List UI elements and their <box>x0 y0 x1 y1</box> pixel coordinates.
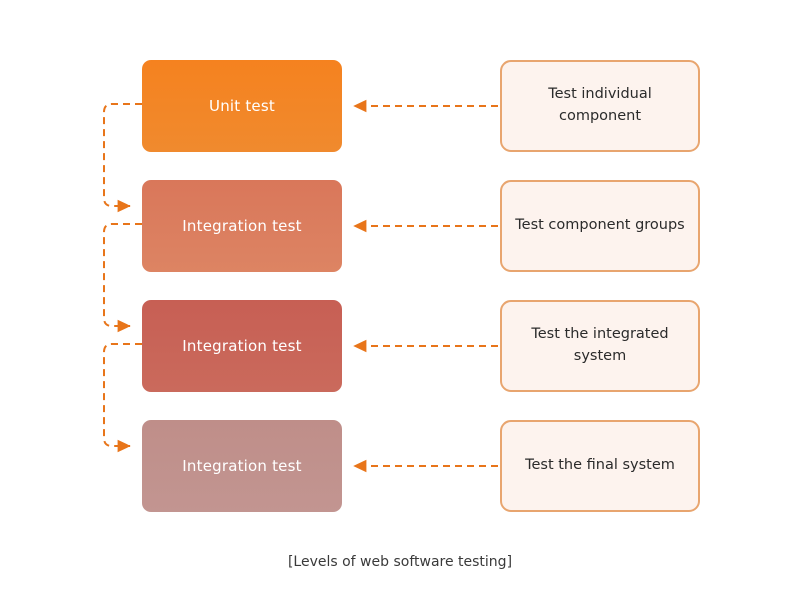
flow-connector-1 <box>103 103 142 213</box>
description-box-label: Test individual component <box>548 86 652 124</box>
level-box-integration-test-3[interactable]: Integration test <box>142 420 342 512</box>
description-box-integrated-system[interactable]: Test the integrated system <box>500 300 700 392</box>
level-box-label: Integration test <box>182 456 302 475</box>
description-box-label: Test component groups <box>515 217 685 234</box>
level-box-integration-test-2[interactable]: Integration test <box>142 300 342 392</box>
level-box-unit-test[interactable]: Unit test <box>142 60 342 152</box>
flow-connector-3 <box>103 343 142 453</box>
level-box-label: Integration test <box>182 336 302 355</box>
level-box-label: Integration test <box>182 216 302 235</box>
description-box-individual-component[interactable]: Test individual component <box>500 60 700 152</box>
description-box-label: Test the final system <box>525 457 675 474</box>
description-box-label: Test the integrated system <box>531 326 669 364</box>
level-box-integration-test-1[interactable]: Integration test <box>142 180 342 272</box>
level-box-label: Unit test <box>209 96 275 115</box>
description-box-component-groups[interactable]: Test component groups <box>500 180 700 272</box>
description-box-final-system[interactable]: Test the final system <box>500 420 700 512</box>
flow-connector-2 <box>103 223 142 333</box>
diagram-caption: [Levels of web software testing] <box>287 554 513 570</box>
